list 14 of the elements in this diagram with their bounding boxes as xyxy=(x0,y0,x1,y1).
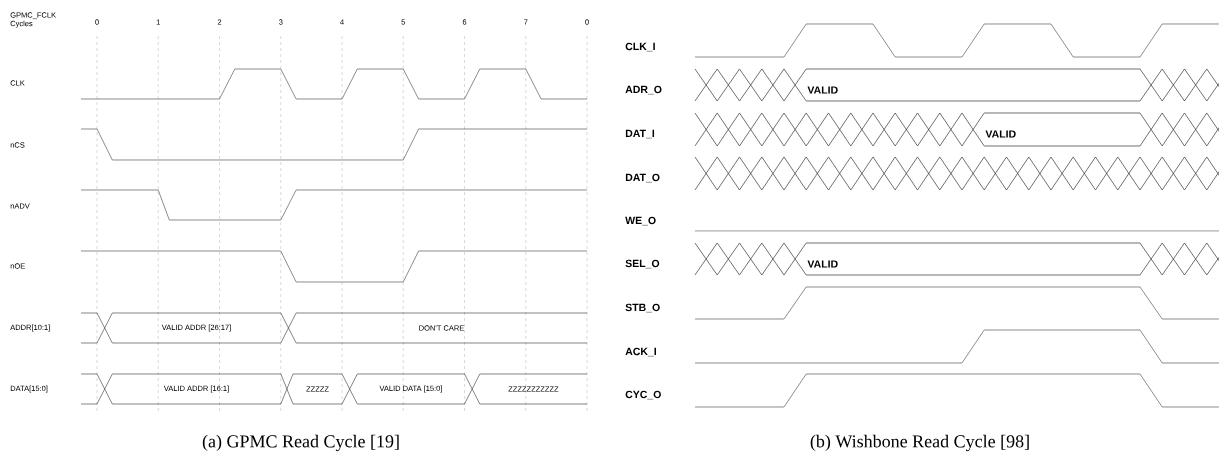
signal-name: SEL_O xyxy=(625,259,660,269)
signal-name: ADR_O xyxy=(625,85,662,95)
caption: (a) GPMC Read Cycle [19] xyxy=(202,434,399,452)
bus-value: VALID xyxy=(807,260,838,268)
signal-name: DAT_O xyxy=(625,173,660,183)
signal-name: CYC_O xyxy=(625,390,661,400)
signal-name: DAT_I xyxy=(625,129,655,139)
signal-name: ACK_I xyxy=(625,347,656,357)
signal-name: WE_O xyxy=(625,216,656,226)
bus-value: VALID xyxy=(985,130,1016,138)
signal-name: STB_O xyxy=(625,303,660,313)
bus-value: VALID xyxy=(807,86,838,94)
caption: (b) Wishbone Read Cycle [98] xyxy=(810,434,1029,452)
signal-name: CLK_I xyxy=(625,42,655,52)
